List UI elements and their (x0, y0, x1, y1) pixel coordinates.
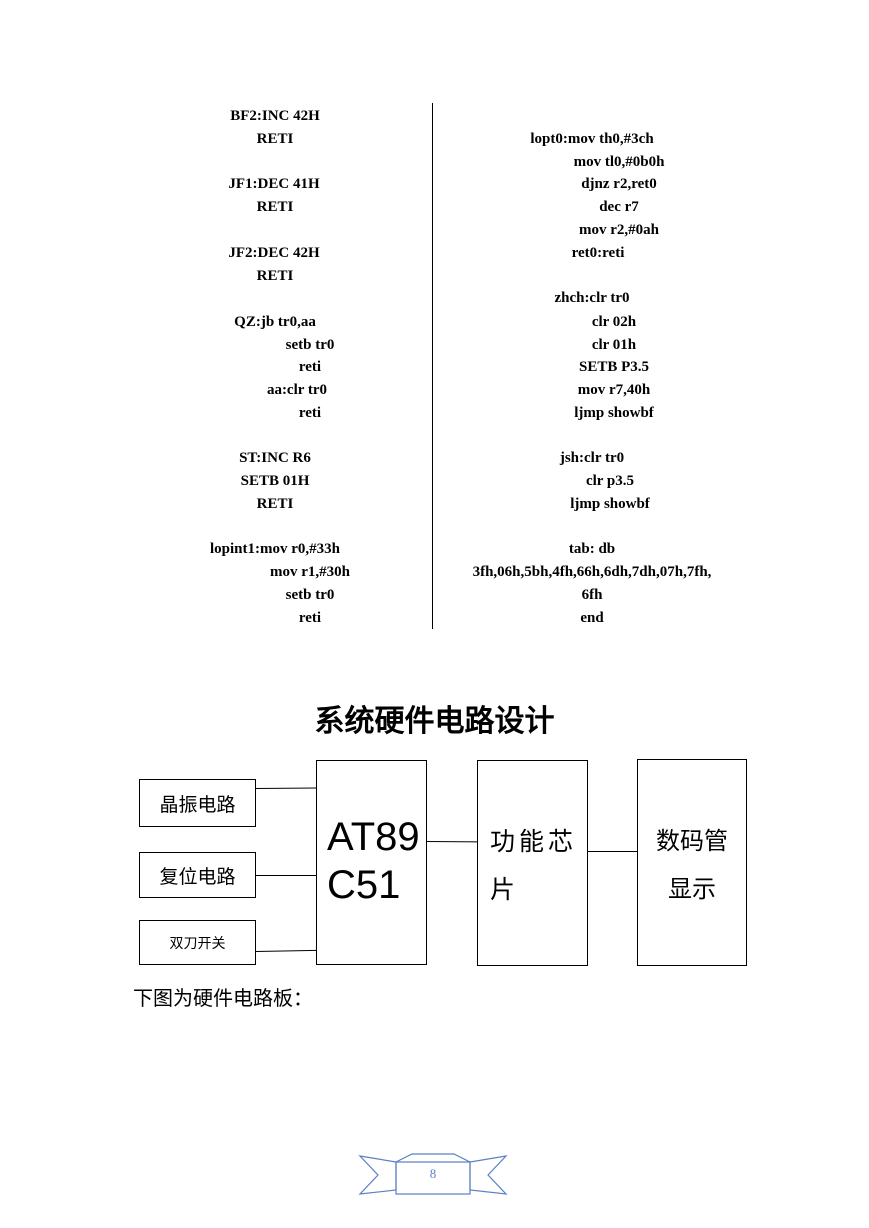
column-divider (432, 103, 433, 629)
switch-connector (255, 949, 317, 952)
code-left-line: RETI (256, 496, 294, 512)
display-box: 数码管 显示 (637, 759, 747, 966)
code-right-line: lopt0:mov th0,#3ch (530, 131, 654, 147)
code-right-line: SETB P3.5 (578, 359, 650, 375)
page-footer: 8 (356, 1150, 510, 1198)
code-left-line: setb tr0 (285, 587, 335, 603)
mcu-label-line2: C51 (327, 863, 401, 907)
page-number: 8 (429, 1166, 437, 1181)
function-chip-label-line2: 片 (490, 875, 520, 904)
mcu-chip-connector (426, 841, 479, 843)
chip-display-connector (588, 851, 638, 852)
reset-circuit-box: 复位电路 (139, 852, 256, 898)
display-label-line1: 数码管 (656, 827, 728, 855)
function-chip-label-line1: 功能芯 (490, 827, 578, 856)
code-left-line: mov r1,#30h (270, 564, 350, 580)
code-left-line: reti (298, 359, 322, 375)
display-label-line2: 显示 (668, 875, 716, 903)
code-right-line: mov r7,40h (577, 382, 651, 398)
code-right-line: 6fh (581, 587, 603, 603)
code-left-line: setb tr0 (285, 337, 335, 353)
code-right-line: ljmp showbf (574, 405, 654, 421)
ribbon-icon (358, 1153, 508, 1195)
section-title: 系统硬件电路设计 (314, 704, 555, 739)
switch-box: 双刀开关 (139, 920, 256, 965)
code-right-line: dec r7 (599, 199, 639, 215)
crystal-connector (255, 787, 318, 789)
code-left-line: reti (298, 405, 322, 421)
reset-circuit-label: 复位电路 (159, 865, 236, 888)
code-left-line: RETI (256, 131, 294, 147)
code-left-line: aa:clr tr0 (266, 382, 328, 398)
code-left-line: SETB 01H (240, 473, 310, 489)
switch-label: 双刀开关 (169, 935, 226, 952)
code-left-line: JF2:DEC 42H (228, 245, 320, 261)
code-left-line: RETI (256, 268, 294, 284)
figure-caption: 下图为硬件电路板： (133, 986, 313, 1010)
reset-connector (256, 875, 317, 876)
code-right-line: clr 02h (591, 314, 637, 330)
code-right-line: jsh:clr tr0 (559, 450, 625, 466)
crystal-circuit-box: 晶振电路 (139, 779, 256, 827)
mcu-label-line1: AT89 (327, 815, 420, 859)
code-left-line: BF2:INC 42H (230, 108, 320, 124)
code-right-line: mov r2,#0ah (579, 222, 659, 238)
code-left-line: JF1:DEC 41H (228, 176, 320, 192)
code-left-line: RETI (256, 199, 294, 215)
code-right-line: end (580, 610, 604, 626)
code-right-line: mov tl0,#0b0h (573, 154, 665, 170)
code-right-line: clr 01h (591, 337, 637, 353)
code-right-line: djnz r2,ret0 (581, 176, 657, 192)
crystal-circuit-label: 晶振电路 (159, 793, 236, 816)
code-left-line: reti (298, 610, 322, 626)
code-right-line: clr p3.5 (585, 473, 635, 489)
code-right-line: ljmp showbf (570, 496, 650, 512)
code-right-line: ret0:reti (571, 245, 625, 261)
code-right-line: 3fh,06h,5bh,4fh,66h,6dh,7dh,07h,7fh, (472, 564, 712, 580)
code-left-line: ST:INC R6 (239, 450, 311, 466)
code-left-line: QZ:jb tr0,aa (234, 314, 316, 330)
code-right-line: zhch:clr tr0 (554, 290, 630, 306)
mcu-box: AT89 C51 (316, 760, 427, 965)
code-left-line: lopint1:mov r0,#33h (209, 541, 340, 557)
function-chip-box: 功能芯 片 (477, 760, 588, 966)
code-right-line: tab: db (568, 541, 616, 557)
